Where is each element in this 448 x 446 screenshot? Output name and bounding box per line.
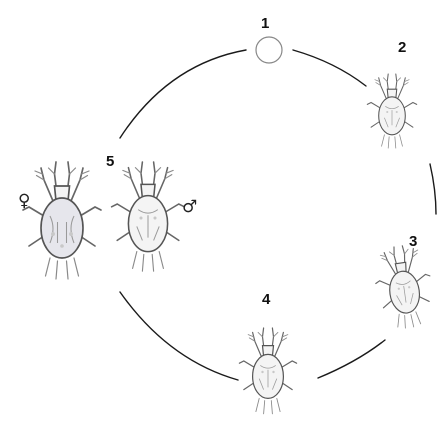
stage-1-egg: 1 [256,15,282,63]
cycle-arrow-1-to-2 [293,50,366,86]
male-symbol: ♂ [182,197,197,217]
cycle-arrow-5-to-1 [120,50,246,138]
cycle-arrow-3-to-4 [318,340,385,378]
stage-3-protonymph: 3 [371,233,436,331]
cycle-arrow-4-to-5 [120,292,238,380]
stage-5-adults: 5 ♀ ♂ [18,153,197,279]
stage-3-number: 3 [409,233,417,250]
stage-5-number: 5 [106,153,114,170]
egg-icon [256,37,282,63]
deutonymph-mite-icon [239,328,296,414]
stage-2-number: 2 [398,39,406,56]
protonymph-mite-icon [371,243,436,332]
cycle-arrow-2-to-3 [430,164,436,214]
adult-female-mite-icon [23,162,101,279]
female-symbol: ♀ [18,191,30,211]
stage-4-number: 4 [262,291,271,308]
stage-2-larva: 2 [367,39,416,148]
stage-4-deutonymph: 4 [239,291,296,414]
larva-mite-icon [367,74,416,148]
adult-male-mite-icon [112,162,185,271]
stage-1-number: 1 [261,15,269,32]
